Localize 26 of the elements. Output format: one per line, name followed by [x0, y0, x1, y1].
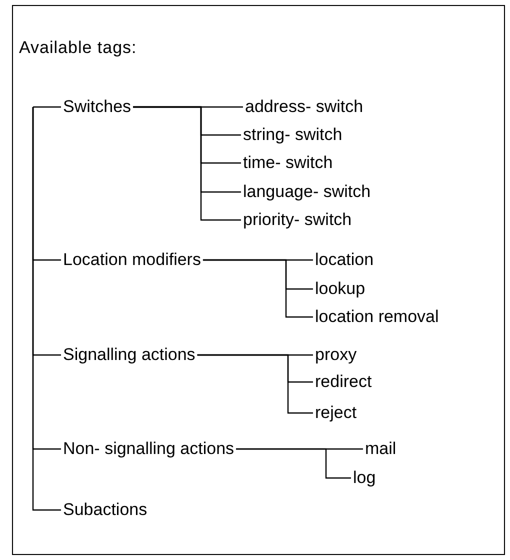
- tag-label: string- switch: [241, 125, 344, 145]
- tag-label: language- switch: [241, 182, 373, 202]
- tree-connector: [133, 106, 241, 221]
- tag-label: time- switch: [241, 153, 335, 173]
- category-label: Non- signalling actions: [61, 439, 236, 459]
- tag-label: log: [351, 468, 378, 488]
- category-label: Subactions: [61, 500, 150, 520]
- tag-label: reject: [313, 403, 359, 423]
- diagram-frame: [12, 5, 505, 555]
- category-label: Location modifiers: [61, 250, 203, 270]
- tag-label: proxy: [313, 345, 359, 365]
- tree-connector: [32, 106, 61, 108]
- tag-label: location: [313, 250, 376, 270]
- tree-connector: [197, 354, 313, 414]
- tree-connector: [202, 259, 313, 318]
- tag-label: redirect: [313, 372, 374, 392]
- tag-label: mail: [363, 439, 398, 459]
- tree-connector: [32, 107, 61, 511]
- tag-label: location removal: [313, 307, 441, 327]
- tag-label: priority- switch: [241, 210, 354, 230]
- tag-label: address- switch: [243, 97, 366, 117]
- tree-connector: [236, 448, 351, 479]
- heading: Available tags:: [19, 38, 137, 58]
- category-label: Signalling actions: [61, 345, 198, 365]
- tag-label: lookup: [313, 279, 368, 299]
- category-label: Switches: [61, 97, 134, 117]
